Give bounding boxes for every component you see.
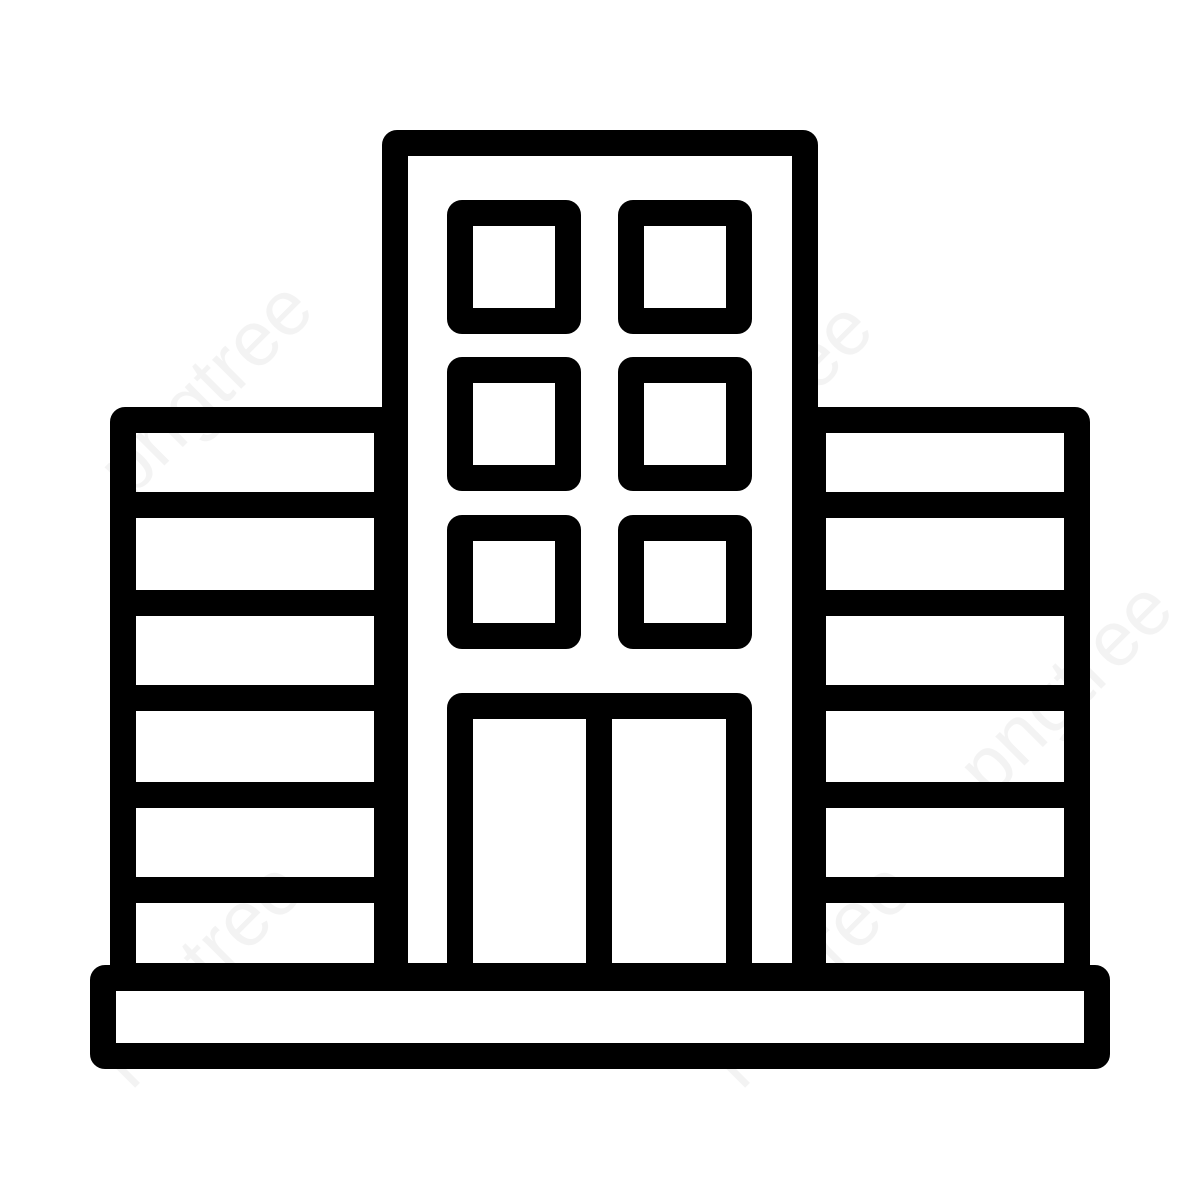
tower-window <box>447 515 581 649</box>
building-outline <box>90 130 1110 1069</box>
tower-window <box>447 357 581 491</box>
tower-window <box>618 357 752 491</box>
tower-window <box>618 200 752 334</box>
tower-window <box>447 200 581 334</box>
tower-window <box>618 515 752 649</box>
ground-base <box>90 965 1110 1069</box>
